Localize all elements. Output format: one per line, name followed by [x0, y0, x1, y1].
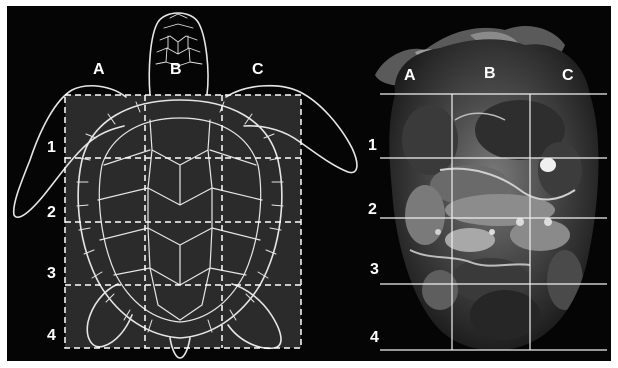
right-row-label-1: 1 — [368, 137, 377, 154]
right-col-label-a: A — [404, 67, 416, 84]
left-row-label-1: 1 — [47, 139, 56, 156]
left-row-label-3: 3 — [47, 265, 56, 282]
left-col-label-a: A — [93, 61, 105, 78]
left-col-label-b: B — [170, 61, 182, 78]
right-row-label-2: 2 — [368, 201, 377, 218]
right-col-label-c: C — [562, 67, 574, 84]
right-row-label-4: 4 — [370, 329, 379, 346]
right-row-label-3: 3 — [370, 261, 379, 278]
left-row-label-2: 2 — [47, 204, 56, 221]
left-row-label-4: 4 — [47, 327, 56, 344]
right-col-label-b: B — [484, 65, 496, 82]
left-col-label-c: C — [252, 61, 264, 78]
